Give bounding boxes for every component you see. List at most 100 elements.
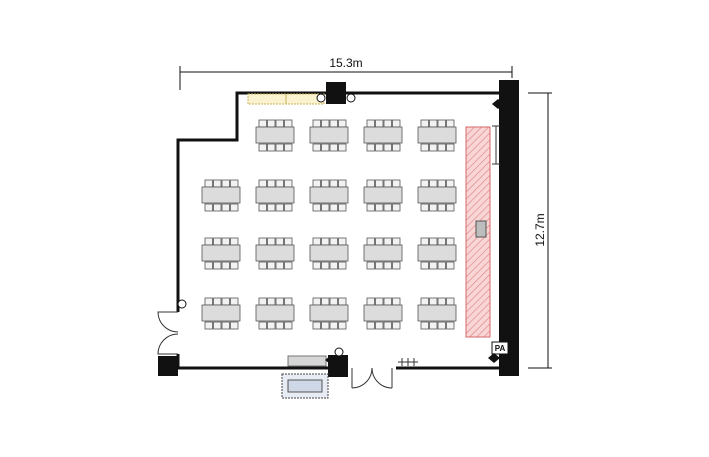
table (201, 186, 241, 204)
chair (383, 179, 392, 188)
table (417, 126, 457, 144)
chair (321, 297, 330, 306)
chair (258, 143, 267, 152)
chair (221, 203, 230, 212)
chair (275, 143, 284, 152)
chair (321, 179, 330, 188)
chair (230, 261, 239, 270)
chair (375, 321, 384, 330)
chair (329, 237, 338, 246)
chair (267, 203, 276, 212)
chair (213, 297, 222, 306)
chair (204, 237, 213, 246)
chair (338, 297, 347, 306)
chair (437, 143, 446, 152)
chair (221, 237, 230, 246)
outlet-icon (316, 93, 326, 103)
table (309, 126, 349, 144)
chair (230, 237, 239, 246)
table-block (363, 119, 403, 152)
pa-equipment: PA (491, 341, 509, 355)
chair (275, 297, 284, 306)
chair (375, 237, 384, 246)
chair (329, 203, 338, 212)
chair (383, 203, 392, 212)
chair (230, 179, 239, 188)
table-block (417, 119, 457, 152)
storage-cabinet (247, 93, 325, 105)
table (417, 244, 457, 262)
table (363, 244, 403, 262)
chair (437, 321, 446, 330)
table-block (417, 179, 457, 212)
chair (446, 143, 455, 152)
floor-grate-icon (398, 358, 418, 366)
chair (312, 143, 321, 152)
bottom-door (351, 367, 393, 389)
chair (429, 261, 438, 270)
chair (437, 237, 446, 246)
chair (204, 203, 213, 212)
reception-table (281, 373, 329, 399)
table-block (255, 179, 295, 212)
chair (312, 321, 321, 330)
table-block (363, 237, 403, 270)
chair (392, 143, 401, 152)
chair (275, 119, 284, 128)
table-block (417, 237, 457, 270)
table-block (363, 297, 403, 330)
chair (204, 261, 213, 270)
chair (258, 203, 267, 212)
table (309, 244, 349, 262)
table (309, 186, 349, 204)
chair (429, 203, 438, 212)
chair (429, 297, 438, 306)
chair (437, 203, 446, 212)
chair (429, 119, 438, 128)
chair (321, 237, 330, 246)
column-bottom-left (158, 356, 178, 376)
chair (383, 261, 392, 270)
chair (437, 297, 446, 306)
chair (437, 261, 446, 270)
chair (392, 119, 401, 128)
chair (420, 297, 429, 306)
chair (366, 203, 375, 212)
chair (275, 237, 284, 246)
chair (221, 297, 230, 306)
chair (267, 297, 276, 306)
table-block (363, 179, 403, 212)
chair (312, 179, 321, 188)
chair (392, 321, 401, 330)
chair (321, 203, 330, 212)
chair (284, 261, 293, 270)
speaker-icon (488, 353, 500, 363)
chair (284, 143, 293, 152)
screen-icon (492, 125, 500, 165)
chair (366, 179, 375, 188)
chair (329, 321, 338, 330)
chair (213, 179, 222, 188)
chair (437, 119, 446, 128)
chair (420, 143, 429, 152)
column-top (326, 82, 346, 104)
chair (366, 297, 375, 306)
chair (338, 261, 347, 270)
chair (366, 143, 375, 152)
chair (321, 119, 330, 128)
chair (375, 297, 384, 306)
chair (204, 321, 213, 330)
chair (338, 237, 347, 246)
chair (338, 119, 347, 128)
chair (366, 119, 375, 128)
chair (383, 119, 392, 128)
chair (221, 321, 230, 330)
table (363, 126, 403, 144)
chair (420, 321, 429, 330)
table (201, 244, 241, 262)
podium (475, 220, 487, 238)
chair (321, 143, 330, 152)
chair (284, 321, 293, 330)
column-right-wall (499, 80, 519, 376)
